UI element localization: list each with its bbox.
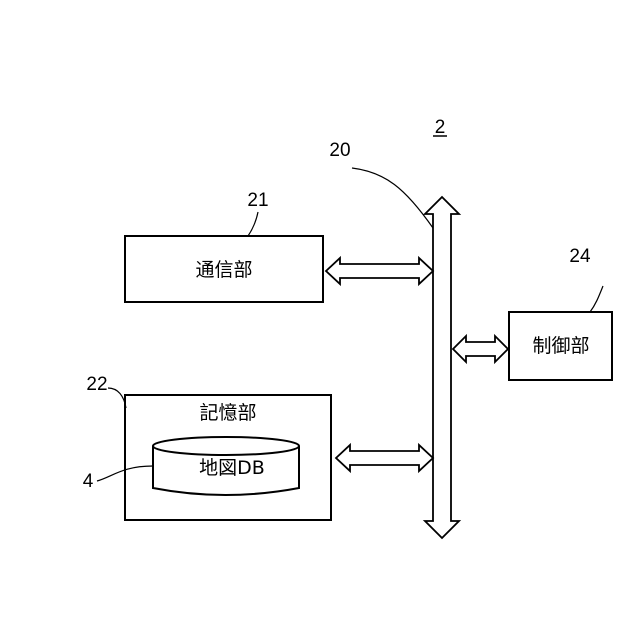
bus-control-arrow [453,336,508,362]
storage-unit-label: 記憶部 [199,402,256,424]
communication-unit-label: 通信部 [195,259,252,281]
storage-bus-arrow [336,445,433,471]
control-unit-label: 制御部 [532,335,589,357]
communication-unit-leader [248,212,258,236]
control-unit-leader [590,286,603,312]
storage-unit-ref: 22 [86,374,107,395]
communication-unit-ref: 21 [247,190,268,211]
map-db-ref: 4 [83,471,94,492]
figure-number: 2 [435,117,446,138]
bus-double-arrow [425,197,459,538]
communication-bus-arrow [326,258,433,284]
bus-ref: 20 [329,140,350,161]
storage-unit-leader [108,388,126,408]
bus-leader [352,168,433,228]
map-db-top [153,437,299,455]
control-unit-ref: 24 [569,246,591,267]
map-db-label: 地図DB [199,457,265,479]
